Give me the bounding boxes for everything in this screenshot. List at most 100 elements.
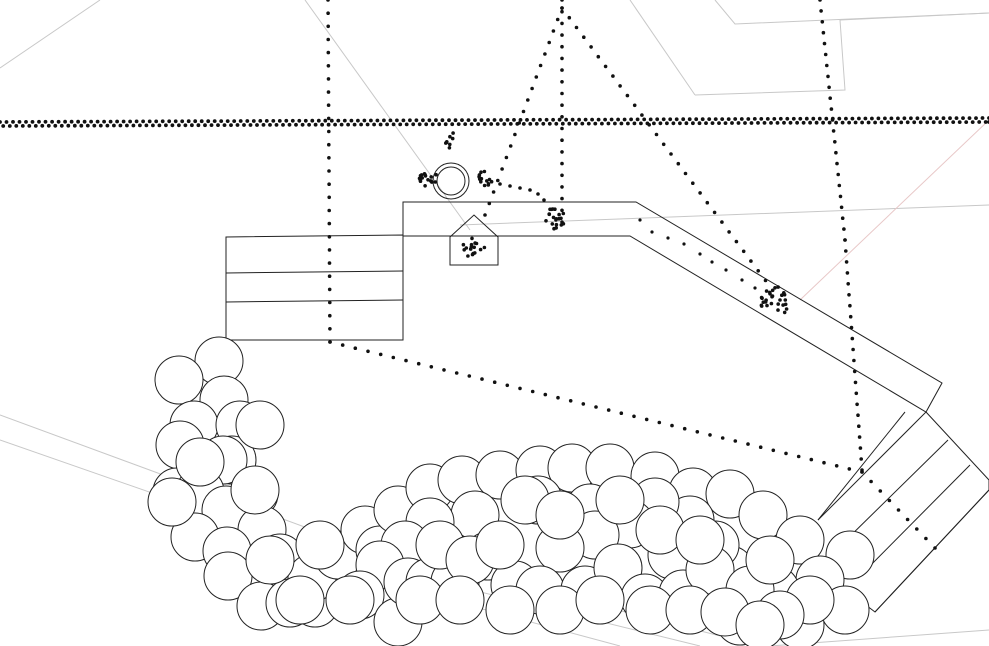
dot [346, 122, 350, 127]
dot [560, 150, 564, 154]
dot [681, 117, 686, 122]
dot [450, 122, 455, 127]
dot [606, 408, 611, 412]
cluster-dot [548, 207, 552, 212]
dot [879, 120, 884, 125]
dot [482, 122, 487, 126]
dot [518, 386, 522, 391]
dot [454, 371, 459, 375]
dot [671, 121, 676, 126]
dot [847, 467, 852, 471]
dot [560, 138, 564, 142]
dot [739, 117, 744, 121]
dot [79, 123, 84, 128]
dot [741, 249, 746, 254]
dot [720, 220, 724, 224]
dot [154, 119, 159, 124]
dot [866, 120, 871, 125]
dot [427, 118, 432, 123]
dot [727, 230, 731, 234]
dot [618, 84, 622, 88]
dot [593, 121, 598, 126]
pavilion [449, 214, 499, 266]
dot [313, 122, 318, 127]
dot [530, 389, 535, 394]
dot [560, 6, 564, 10]
dot [850, 336, 855, 341]
dot [564, 117, 568, 122]
dot [375, 118, 380, 123]
dot [705, 200, 710, 205]
dot [697, 121, 702, 126]
tree [245, 535, 295, 585]
cluster-dot [468, 247, 473, 251]
dot [414, 118, 419, 123]
dot [327, 274, 332, 279]
dot [849, 325, 854, 330]
dot [442, 368, 446, 372]
dot [857, 435, 862, 439]
dot [961, 116, 965, 120]
dot [372, 122, 376, 127]
dot [538, 63, 543, 68]
dot [560, 126, 564, 131]
connector-dot [536, 192, 540, 196]
dot [619, 411, 624, 416]
dot [756, 269, 760, 273]
dot [326, 116, 331, 121]
dot [668, 117, 673, 122]
dot [356, 118, 360, 123]
dot [837, 183, 842, 188]
cluster-dot [422, 172, 427, 176]
dot [437, 122, 442, 127]
dot [834, 464, 839, 468]
dot [147, 119, 152, 124]
dot [708, 433, 712, 437]
dot [843, 238, 847, 242]
stair-line-1 [817, 411, 906, 521]
dot [170, 123, 175, 128]
dot [327, 129, 331, 134]
cluster-dot [773, 286, 777, 290]
dot [970, 120, 975, 124]
dot [661, 117, 666, 122]
dot [847, 293, 851, 297]
cluster-dot [763, 300, 768, 304]
dot [242, 123, 246, 127]
cluster-dot [470, 236, 474, 241]
cluster-dot [434, 172, 438, 177]
dot [770, 288, 775, 293]
dot [873, 120, 877, 125]
dot [277, 119, 282, 123]
dot [326, 11, 330, 15]
dot [307, 122, 311, 127]
dot [856, 413, 860, 418]
cluster-dot [482, 245, 487, 250]
ramp-dot [638, 218, 642, 222]
dot [232, 119, 237, 123]
connector-dot [528, 188, 532, 192]
cluster-dot [471, 251, 476, 256]
dot [274, 123, 279, 127]
dot [736, 121, 741, 125]
dot [720, 436, 725, 440]
dot [118, 123, 123, 128]
dot [30, 120, 35, 124]
dot [20, 124, 25, 128]
dot [560, 91, 564, 96]
dot [654, 132, 659, 137]
dot [652, 121, 656, 126]
dot [670, 423, 674, 428]
dot [560, 33, 564, 37]
dot [694, 117, 699, 122]
dot [586, 121, 591, 126]
dot [560, 9, 564, 14]
cluster-dot [479, 180, 483, 184]
cluster-dot [461, 242, 466, 247]
dot [395, 118, 399, 123]
dot [434, 118, 438, 123]
dot [801, 120, 806, 125]
dot [600, 121, 604, 126]
tree [735, 600, 785, 646]
